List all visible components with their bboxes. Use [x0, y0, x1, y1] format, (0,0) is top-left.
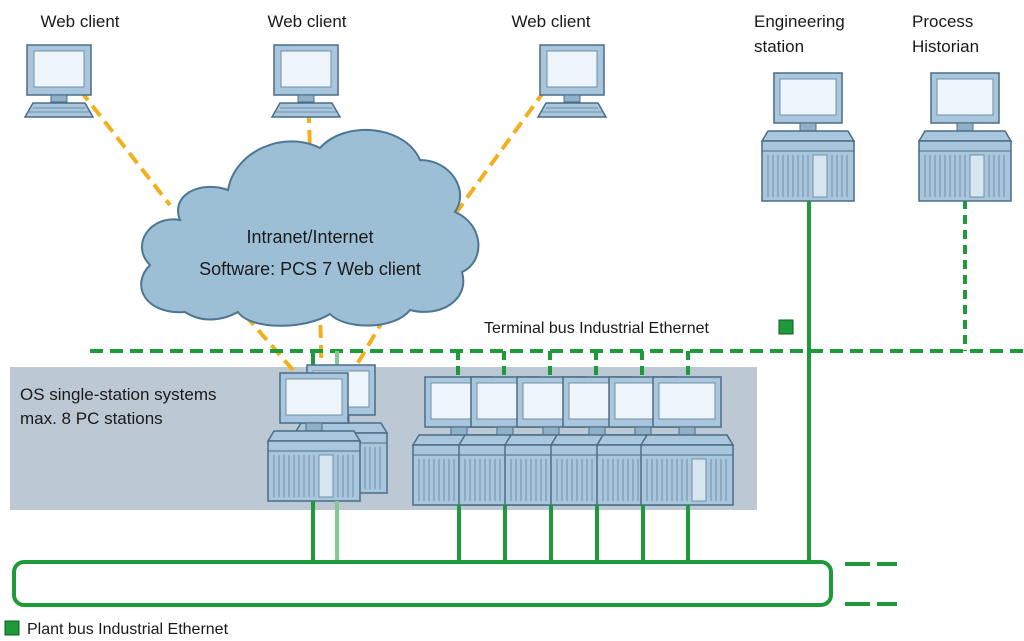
- web-client-label-2: Web client: [267, 12, 346, 31]
- web-link-1: [78, 88, 172, 207]
- os-group-label-line1: OS single-station systems: [20, 385, 217, 404]
- web-client-pc-1: [24, 44, 94, 118]
- plant-bus-drops: [311, 201, 811, 562]
- plant-bus-continuation: [845, 562, 897, 606]
- plant-bus-legend-icon: [4, 620, 20, 636]
- cloud-icon: [140, 128, 480, 327]
- terminal-bus-label: Terminal bus Industrial Ethernet: [484, 320, 710, 337]
- web-client-pc-3: [537, 44, 607, 118]
- cloud-label-line1: Intranet/Internet: [246, 227, 373, 247]
- web-client-label-3: Web client: [511, 12, 590, 31]
- web-client-pc-2: [271, 44, 341, 118]
- terminal-bus-legend-icon: [778, 319, 794, 335]
- web-client-label-1: Web client: [40, 12, 119, 31]
- engineering-station-label-line1: Engineering: [754, 12, 845, 31]
- plant-bus-ring: [12, 560, 833, 607]
- os-station-pc-front: [267, 372, 361, 502]
- os-group-label-line2: max. 8 PC stations: [20, 409, 163, 428]
- web-link-3: [438, 88, 547, 237]
- process-historian-pc: [918, 72, 1012, 202]
- engineering-station-pc: [761, 72, 855, 202]
- cloud-label-line2: Software: PCS 7 Web client: [199, 259, 421, 279]
- process-historian-label-line1: Process: [912, 12, 973, 31]
- plant-bus-label: Plant bus Industrial Ethernet: [27, 621, 229, 638]
- os-station-pc-6: [640, 376, 734, 506]
- engineering-station-label-line2: station: [754, 37, 804, 56]
- terminal-bus-drops: [456, 200, 967, 378]
- process-historian-label-line2: Historian: [912, 37, 979, 56]
